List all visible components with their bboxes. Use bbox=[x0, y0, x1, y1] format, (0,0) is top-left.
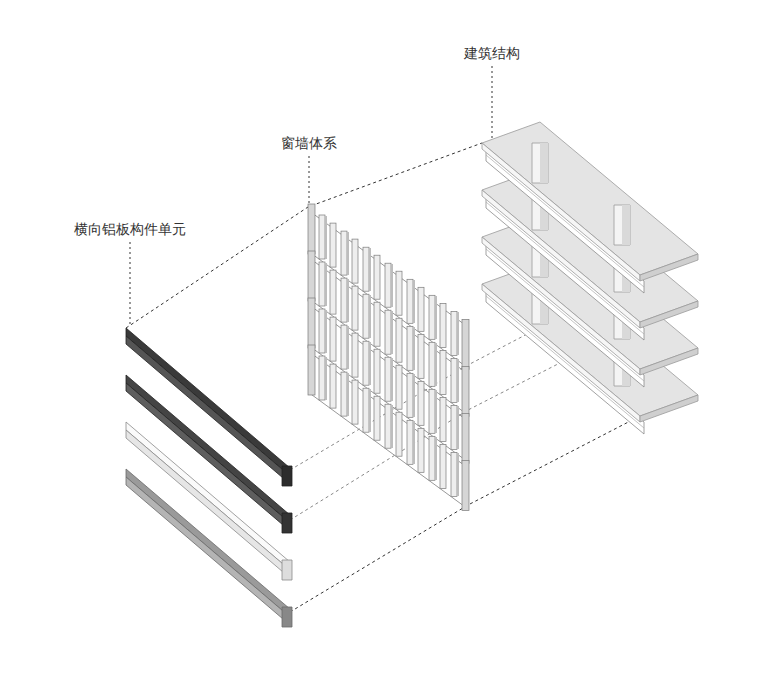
part-label: 窗墙体系 bbox=[279, 134, 339, 152]
part-label: 建筑结构 bbox=[462, 44, 522, 62]
part-label: 横向铝板构件单元 bbox=[72, 220, 188, 238]
window-wall-system bbox=[308, 204, 469, 510]
aluminum-panel-units bbox=[126, 328, 292, 627]
building-structure bbox=[482, 122, 698, 434]
